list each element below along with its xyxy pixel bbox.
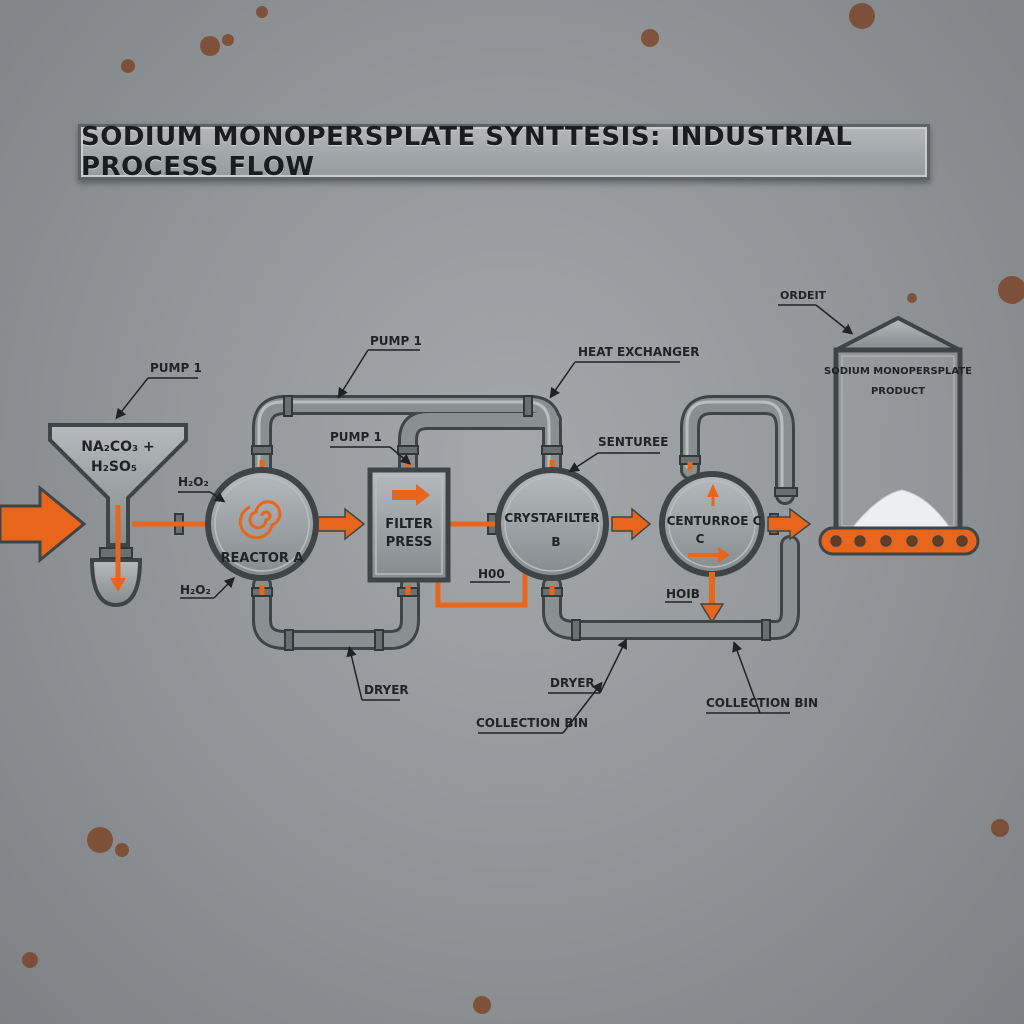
label-h2o2-bottom: H₂O₂ — [180, 583, 211, 597]
reactor-label: REACTOR A — [220, 551, 303, 566]
product-conveyor-belt — [818, 526, 980, 556]
reactor-a: REACTOR A — [205, 467, 319, 581]
label-pump-1-filter: PUMP 1 — [330, 430, 382, 444]
label-dryer-left: DRYER — [364, 683, 409, 697]
centrifuge-label-1: CENTURROE C — [667, 514, 762, 528]
callout-labels: PUMP 1 PUMP 1 HEAT EXCHANGER SENTUREE OR… — [150, 289, 827, 730]
hopper-feed-label-2: H₂SO₅ — [91, 459, 137, 475]
diagram-title: SODIUM MONOPERSPLATE SYNTTESIS: INDUSTRI… — [78, 122, 930, 182]
label-ordeit: ORDEIT — [780, 289, 827, 302]
label-collection-bin-left: COLLECTION BIN — [476, 716, 588, 730]
label-hoo: H00 — [478, 567, 505, 581]
pipe-network — [252, 395, 800, 650]
crystallizer-b: CRYSTAFILTER B — [495, 467, 609, 581]
product-silo: SODIUM MONOPERSPLATE PRODUCT — [818, 315, 980, 556]
label-heat-exchanger: HEAT EXCHANGER — [578, 345, 699, 359]
silo-label-1: SODIUM MONOPERSPLATE — [824, 366, 972, 377]
crystallizer-label-2: B — [551, 535, 560, 549]
hopper-feed-label-1: NA₂CO₃ + — [81, 439, 155, 455]
feed-hopper: NA₂CO₃ + H₂SO₅ — [48, 423, 188, 608]
filter-press-label-2: PRESS — [386, 535, 433, 550]
feed-inlet-arrow — [0, 484, 87, 564]
product-powder-pile — [850, 489, 951, 529]
label-pump-1-top: PUMP 1 — [370, 334, 422, 348]
label-pump-1-left: PUMP 1 — [150, 361, 202, 375]
callout-lines — [118, 304, 850, 734]
filter-press-label-1: FILTER — [385, 517, 433, 532]
filter-press: FILTER PRESS — [367, 467, 451, 583]
label-dryer-right: DRYER — [550, 676, 595, 690]
flow-arrows — [317, 507, 812, 541]
silo-label-2: PRODUCT — [871, 386, 925, 397]
centrifuge-label-2: C — [696, 532, 705, 546]
rust-spots — [22, 3, 1024, 1014]
crystallizer-label-1: CRYSTAFILTER — [504, 511, 599, 525]
mixer-spiral-icon — [238, 500, 282, 540]
label-h2o2-top: H₂O₂ — [178, 475, 209, 489]
label-hoib: HOIB — [666, 587, 700, 601]
centrifuge-c: CENTURROE C C — [659, 471, 765, 624]
label-collection-bin-right: COLLECTION BIN — [706, 696, 818, 710]
label-senturee: SENTUREE — [598, 435, 668, 449]
